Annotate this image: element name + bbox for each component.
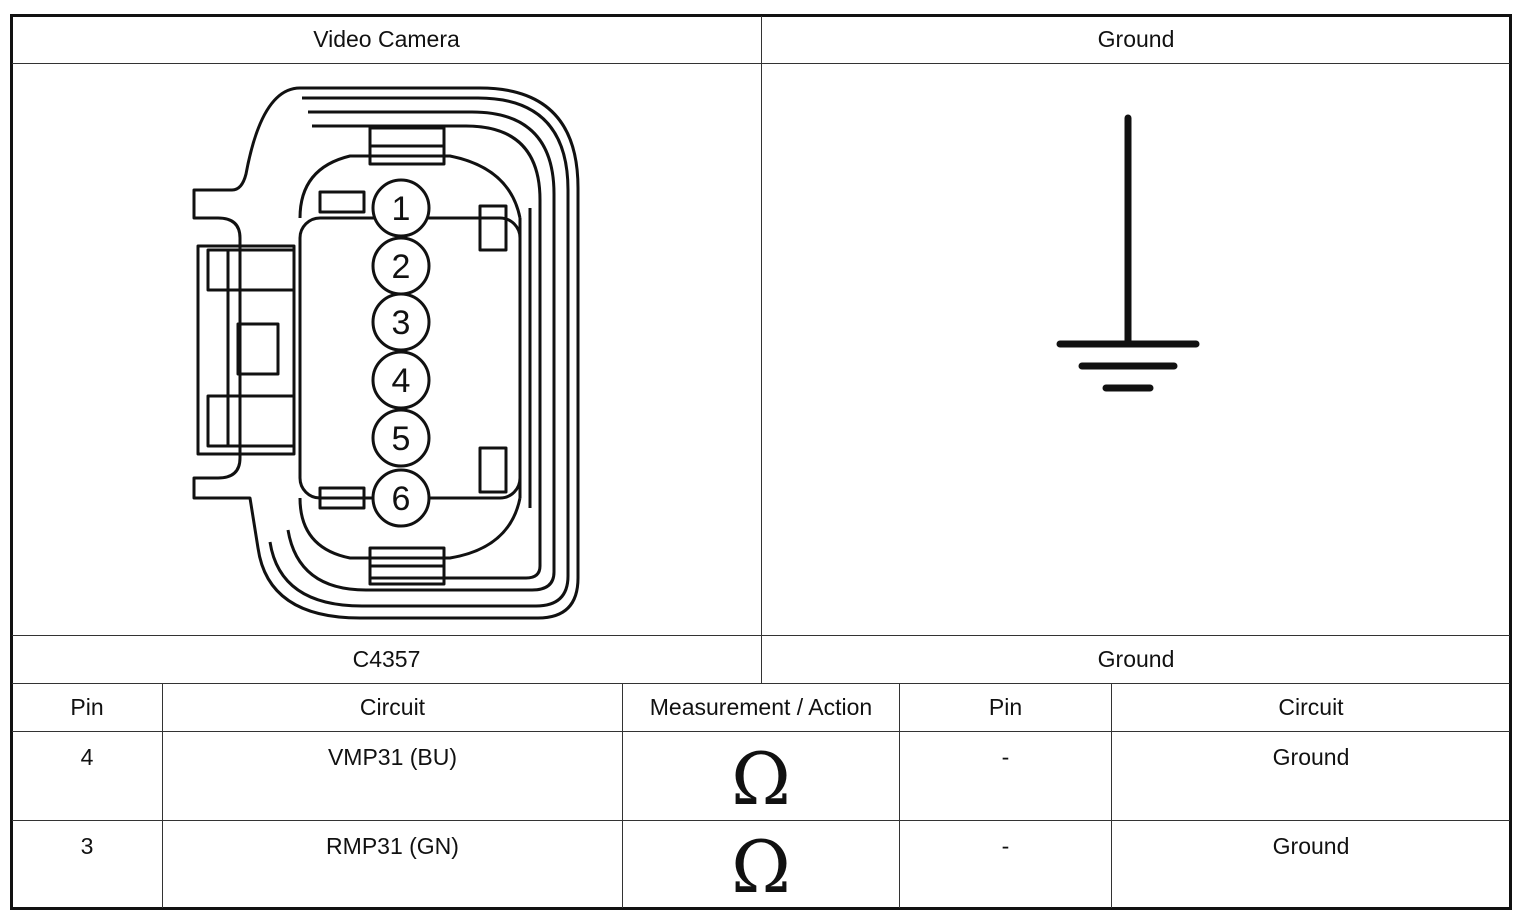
table-row-1-pin: 4 <box>80 744 94 770</box>
divider <box>162 683 163 908</box>
table-row-1-pin-2: - <box>1001 744 1010 770</box>
diagram-frame <box>10 14 1512 910</box>
header-left-title: Video Camera <box>313 26 460 52</box>
divider <box>1111 683 1112 908</box>
column-header-circuit: Circuit <box>359 694 426 720</box>
divider <box>761 16 762 683</box>
ground-connector-label: Ground <box>1097 646 1175 672</box>
divider <box>12 731 1510 732</box>
divider <box>899 683 900 908</box>
connector-id-label: C4357 <box>352 646 421 672</box>
divider <box>12 820 1510 821</box>
divider <box>622 683 623 908</box>
table-row-2-pin-2: - <box>1001 833 1010 859</box>
pin-label-3: 3 <box>391 303 411 342</box>
column-header-pin: Pin <box>70 694 104 720</box>
pin-label-2: 2 <box>391 247 411 286</box>
connector-face-illustration <box>192 86 580 620</box>
pin-label-6: 6 <box>391 479 411 518</box>
table-row-2-circuit-2: Ground <box>1272 833 1350 859</box>
table-row-1-circuit-2: Ground <box>1272 744 1350 770</box>
divider <box>12 683 1510 684</box>
pin-label-4: 4 <box>391 361 411 400</box>
table-row-2-circuit: RMP31 (GN) <box>326 833 459 859</box>
header-right-title: Ground <box>1097 26 1175 52</box>
pin-label-1: 1 <box>391 189 411 228</box>
column-header-pin-2: Pin <box>988 694 1023 720</box>
ohm-icon: Ω <box>731 737 791 821</box>
table-row-2-pin: 3 <box>80 833 94 859</box>
ground-icon <box>1056 114 1200 392</box>
column-header-circuit-2: Circuit <box>1278 694 1344 720</box>
column-header-measurement: Measurement / Action <box>649 694 873 720</box>
pin-label-5: 5 <box>391 419 411 458</box>
table-row-1-circuit: VMP31 (BU) <box>327 744 458 770</box>
ohm-icon: Ω <box>731 825 791 909</box>
